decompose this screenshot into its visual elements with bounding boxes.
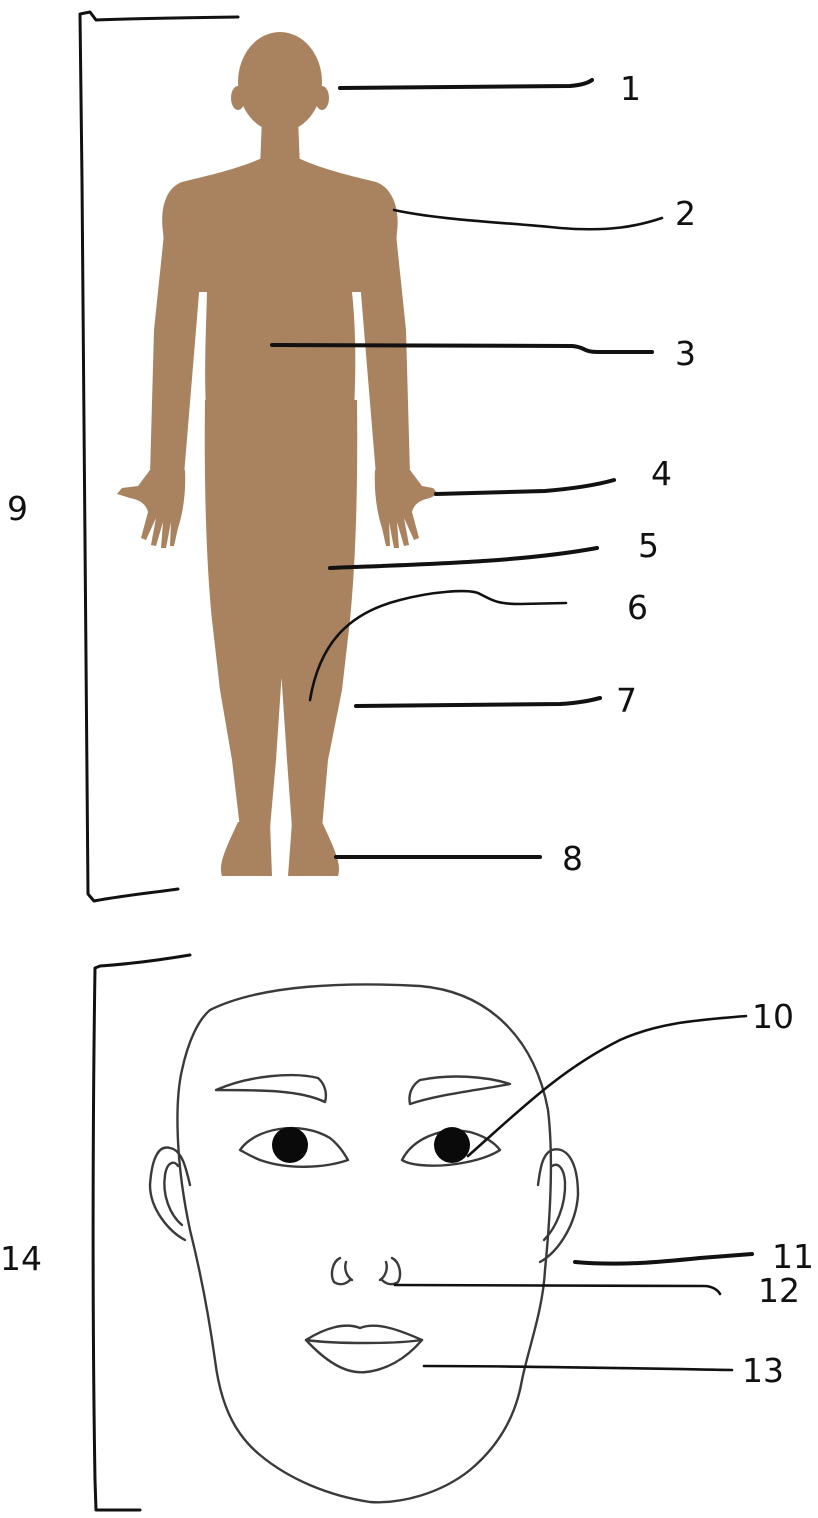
leader-line-2 <box>394 210 662 229</box>
body-foot-left <box>221 822 272 876</box>
leader-line-12 <box>395 1285 720 1294</box>
leader-line-13 <box>424 1366 732 1370</box>
label-10: 10 <box>752 997 794 1036</box>
label-14: 14 <box>0 1239 42 1278</box>
label-13: 13 <box>742 1351 784 1390</box>
label-5: 5 <box>638 526 659 565</box>
face-drawing <box>150 984 578 1502</box>
body-ear-left <box>231 86 245 110</box>
label-8: 8 <box>562 839 583 878</box>
body-ear-right <box>315 86 329 110</box>
label-1: 1 <box>620 69 641 108</box>
label-9: 9 <box>7 489 28 528</box>
leader-line-5 <box>330 548 597 568</box>
label-4: 4 <box>651 454 672 493</box>
body-head <box>238 32 322 132</box>
body-foot-right <box>288 822 339 876</box>
label-2: 2 <box>675 194 696 233</box>
body-hand-right <box>375 470 438 548</box>
body-leg-right <box>276 400 357 828</box>
body-leg-left <box>205 400 285 828</box>
leader-line-4 <box>436 480 614 494</box>
label-3: 3 <box>675 334 696 373</box>
leader-line-10 <box>468 1016 746 1156</box>
leader-line-7 <box>356 698 600 706</box>
leader-line-1 <box>340 80 592 88</box>
body-arm-right <box>355 205 410 475</box>
leader-line-11 <box>575 1254 752 1264</box>
body-arm-left <box>150 205 205 475</box>
label-12: 12 <box>758 1271 800 1310</box>
face-pupil-left <box>272 1127 308 1163</box>
face-nose-right <box>380 1258 400 1284</box>
face-mouth-lower <box>306 1340 422 1372</box>
face-pupil-right <box>434 1127 470 1163</box>
face-eyebrow-left <box>216 1075 326 1102</box>
face-outline <box>177 984 551 1502</box>
face-nose-left <box>332 1258 352 1284</box>
body-figure <box>117 32 438 876</box>
face-eyebrow-right <box>409 1077 510 1104</box>
label-7: 7 <box>616 681 637 720</box>
body-hand-left <box>117 470 185 548</box>
label-6: 6 <box>627 588 648 627</box>
face-ear-right-inner <box>544 1165 565 1240</box>
face-mouth-upper <box>306 1326 422 1343</box>
